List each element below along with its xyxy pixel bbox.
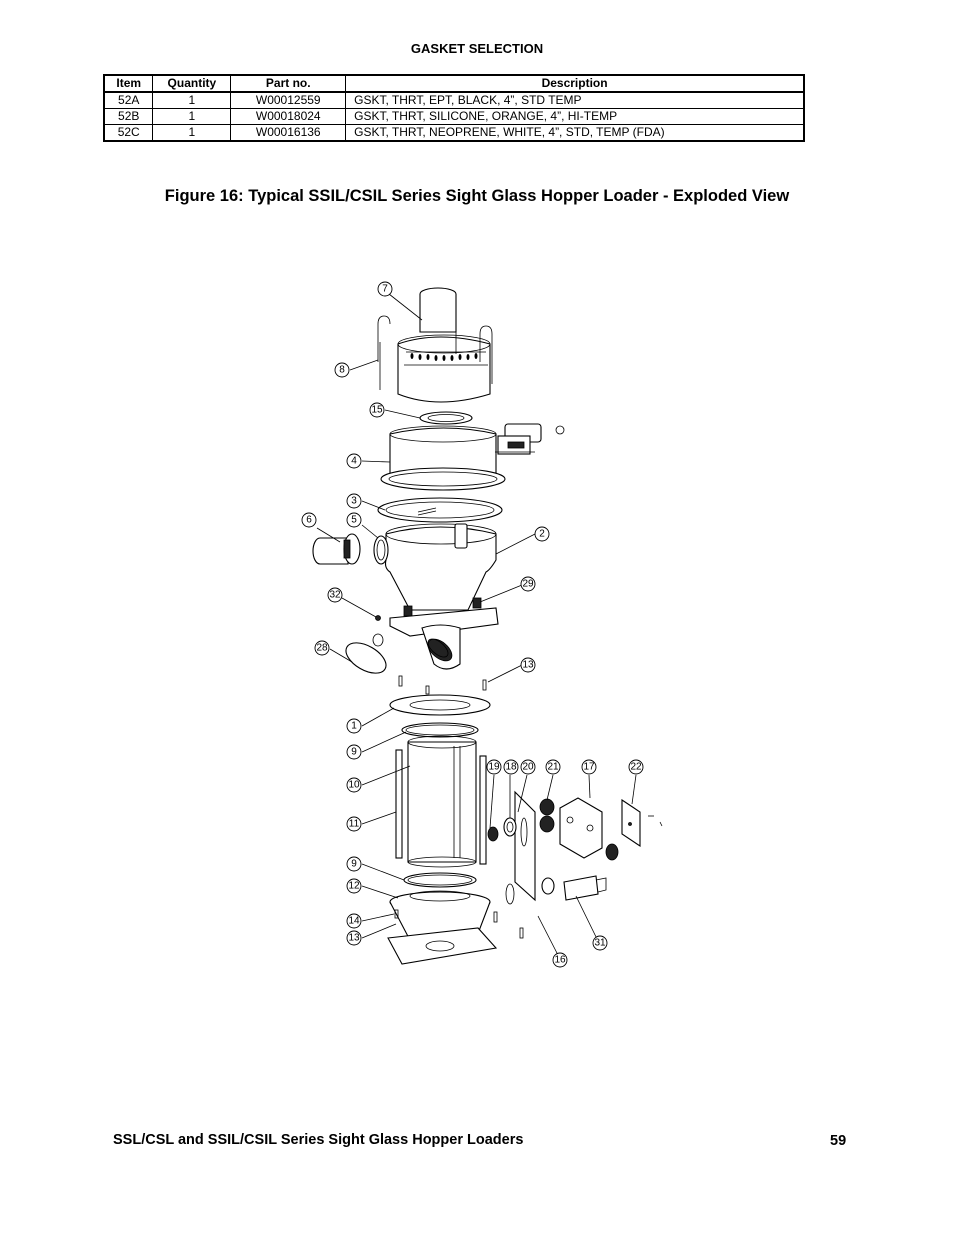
cell-quantity: 1 bbox=[152, 124, 232, 142]
cell-item: 52A bbox=[103, 91, 154, 109]
callout: 1 bbox=[346, 718, 362, 734]
bracket-illustration bbox=[487, 790, 663, 905]
filter-plate-illustration bbox=[377, 497, 503, 523]
svg-text:2: 2 bbox=[539, 529, 545, 540]
svg-text:12: 12 bbox=[348, 881, 360, 892]
callout: 19 bbox=[486, 759, 502, 775]
callout: 13 bbox=[520, 657, 536, 673]
column-header-description: Description bbox=[345, 74, 805, 93]
callout: 18 bbox=[503, 759, 519, 775]
svg-text:20: 20 bbox=[522, 762, 534, 773]
sight-glass-illustration bbox=[395, 735, 487, 868]
svg-text:31: 31 bbox=[594, 938, 606, 949]
callout: 9 bbox=[346, 856, 362, 872]
callout: 20 bbox=[520, 759, 536, 775]
cell-quantity: 1 bbox=[152, 108, 232, 125]
cell-description: GSKT, THRT, NEOPRENE, WHITE, 4”, STD, TE… bbox=[345, 124, 805, 142]
callout: 14 bbox=[346, 913, 362, 929]
svg-text:19: 19 bbox=[488, 762, 500, 773]
callout: 12 bbox=[346, 878, 362, 894]
callout: 31 bbox=[592, 935, 608, 951]
cell-quantity: 1 bbox=[152, 91, 232, 109]
cell-description: GSKT, THRT, SILICONE, ORANGE, 4”, HI-TEM… bbox=[345, 108, 805, 125]
svg-text:8: 8 bbox=[339, 365, 345, 376]
svg-text:1: 1 bbox=[351, 721, 357, 732]
callout: 16 bbox=[552, 952, 568, 968]
callout: 7 bbox=[377, 281, 393, 297]
svg-text:17: 17 bbox=[583, 762, 595, 773]
ring-illustration bbox=[389, 694, 491, 716]
gasket-selection-table: Item Quantity Part no. Description 52A 1… bbox=[103, 74, 805, 142]
cell-part-no: W00016136 bbox=[230, 124, 347, 142]
callout: 9 bbox=[346, 744, 362, 760]
svg-text:11: 11 bbox=[349, 819, 360, 830]
svg-text:16: 16 bbox=[554, 955, 566, 966]
callout: 13 bbox=[346, 930, 362, 946]
svg-text:22: 22 bbox=[630, 762, 642, 773]
svg-text:10: 10 bbox=[348, 780, 360, 791]
column-header-part-no: Part no. bbox=[230, 74, 347, 93]
callout: 8 bbox=[334, 362, 350, 378]
svg-text:32: 32 bbox=[329, 590, 341, 601]
footer-title: SSL/CSL and SSIL/CSIL Series Sight Glass… bbox=[113, 1132, 524, 1148]
section-title: GASKET SELECTION bbox=[410, 41, 544, 56]
vacuum-head-illustration bbox=[377, 287, 493, 403]
svg-text:9: 9 bbox=[351, 859, 357, 870]
figure-caption: Figure 16: Typical SSIL/CSIL Series Sigh… bbox=[164, 187, 790, 205]
svg-text:6: 6 bbox=[306, 515, 312, 526]
svg-text:7: 7 bbox=[382, 284, 388, 295]
svg-text:5: 5 bbox=[351, 515, 357, 526]
hopper-body-illustration bbox=[312, 523, 497, 617]
svg-text:13: 13 bbox=[522, 660, 534, 671]
cell-part-no: W00012559 bbox=[230, 91, 347, 109]
callout: 29 bbox=[520, 576, 536, 592]
column-header-quantity: Quantity bbox=[152, 74, 232, 93]
callout: 3 bbox=[346, 493, 362, 509]
cell-description: GSKT, THRT, EPT, BLACK, 4”, STD TEMP bbox=[345, 91, 805, 109]
callout: 22 bbox=[628, 759, 644, 775]
svg-text:18: 18 bbox=[505, 762, 517, 773]
table-row: 52C 1 W00016136 GSKT, THRT, NEOPRENE, WH… bbox=[103, 124, 805, 142]
callout: 17 bbox=[581, 759, 597, 775]
svg-text:15: 15 bbox=[371, 405, 383, 416]
callout: 21 bbox=[545, 759, 561, 775]
callout: 2 bbox=[534, 526, 550, 542]
svg-text:14: 14 bbox=[348, 916, 360, 927]
cell-item: 52C bbox=[103, 124, 154, 142]
callout: 5 bbox=[346, 512, 362, 528]
cell-part-no: W00018024 bbox=[230, 108, 347, 125]
callout: 28 bbox=[314, 640, 330, 656]
canister-illustration bbox=[380, 423, 565, 491]
page-number: 59 bbox=[830, 1133, 847, 1149]
svg-text:21: 21 bbox=[547, 762, 559, 773]
base-cone-illustration bbox=[387, 890, 524, 965]
callout: 15 bbox=[369, 402, 385, 418]
svg-text:28: 28 bbox=[316, 643, 328, 654]
column-header-item: Item bbox=[103, 74, 154, 93]
callout: 32 bbox=[327, 587, 343, 603]
cell-item: 52B bbox=[103, 108, 154, 125]
callout: 4 bbox=[346, 453, 362, 469]
svg-text:4: 4 bbox=[351, 456, 357, 467]
svg-text:9: 9 bbox=[351, 747, 357, 758]
table-row: 52B 1 W00018024 GSKT, THRT, SILICONE, OR… bbox=[103, 108, 805, 125]
flange-illustration bbox=[345, 607, 499, 674]
table-header-row: Item Quantity Part no. Description bbox=[103, 74, 805, 93]
exploded-view-diagram: 7 8 15 4 3 6 5 2 29 32 28 13 1 9 10 19 1… bbox=[301, 281, 663, 968]
callout: 11 bbox=[346, 816, 362, 832]
svg-text:13: 13 bbox=[348, 933, 360, 944]
svg-text:29: 29 bbox=[522, 579, 534, 590]
callout: 6 bbox=[301, 512, 317, 528]
svg-text:3: 3 bbox=[351, 496, 357, 507]
callout: 10 bbox=[346, 777, 362, 793]
table-row: 52A 1 W00012559 GSKT, THRT, EPT, BLACK, … bbox=[103, 91, 805, 109]
